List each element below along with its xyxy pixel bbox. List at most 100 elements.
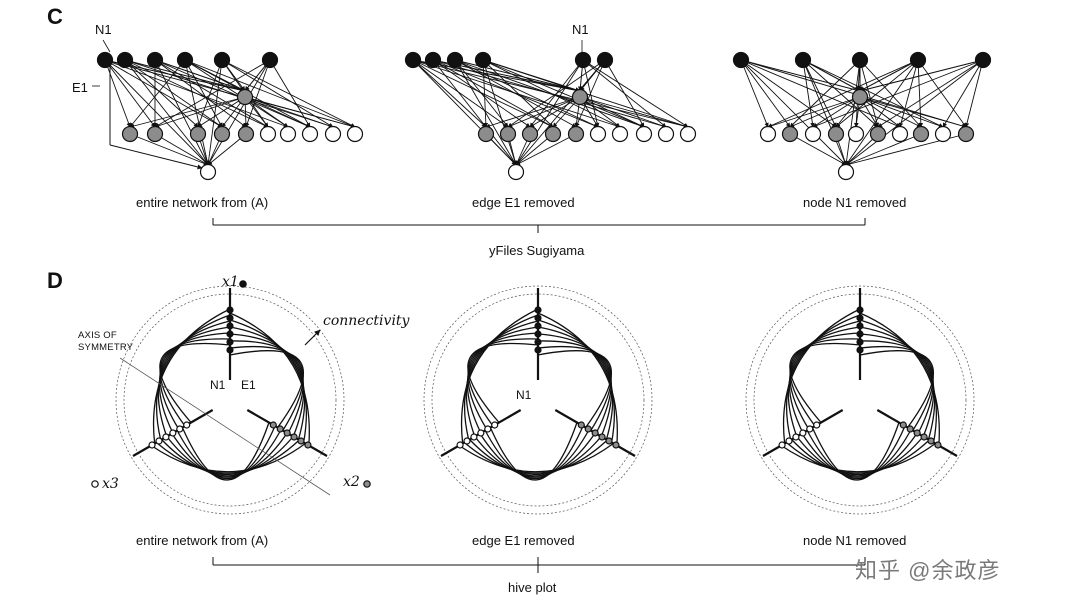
top-node — [424, 51, 442, 69]
hive-node — [169, 429, 177, 437]
edge-top-to-mid — [124, 59, 269, 128]
gray-mid-node — [189, 125, 207, 143]
bottom-node — [199, 163, 217, 181]
axis-of-symmetry-label: AXIS OF SYMMETRY — [78, 330, 134, 353]
edge-top-to-mid — [104, 59, 156, 128]
edge-top-to-mid — [412, 59, 509, 128]
hive-edge — [157, 320, 231, 437]
edge-hub-to-mid — [485, 96, 581, 128]
hive-edge — [229, 350, 305, 428]
hive-node — [856, 346, 864, 354]
edge-hub-to-mid — [859, 96, 922, 128]
hive-edge — [811, 422, 900, 481]
hive-edge — [801, 429, 912, 478]
edge-hub-to-mid — [244, 96, 311, 128]
gray-mid-node — [827, 125, 845, 143]
gray-mid-node — [146, 125, 164, 143]
hive-node — [283, 429, 291, 437]
edge-top-to-mid — [221, 59, 356, 128]
panel-c-n1-label-mid: N1 — [572, 22, 589, 37]
hive-node — [290, 433, 298, 441]
white-mid-node — [259, 125, 277, 143]
gray-mid-node — [567, 125, 585, 143]
hive-edge — [789, 342, 861, 423]
edge-hub-to-mid — [129, 96, 246, 129]
edge-top-to-mid — [859, 59, 880, 128]
panel-d-caption-3: node N1 removed — [803, 533, 907, 548]
edge-mid-to-bottom — [845, 133, 922, 166]
hive-edge — [782, 308, 861, 444]
edge-top-to-mid — [740, 59, 769, 128]
hive-node — [906, 425, 914, 433]
hive-node — [269, 421, 277, 429]
panel-c-n1-label: N1 — [95, 22, 112, 37]
top-node — [213, 51, 231, 69]
panel-c-letter: C — [47, 4, 63, 29]
hive-node — [463, 437, 471, 445]
top-node — [116, 51, 134, 69]
edge-hub-to-mid — [244, 96, 334, 128]
hive-edge — [806, 425, 906, 480]
edge-top-to-mid — [124, 59, 199, 128]
hive-edge — [181, 422, 270, 481]
edge-hub-to-mid — [507, 96, 581, 128]
hive-edge — [229, 312, 310, 446]
hive-node — [534, 338, 542, 346]
edge-hub-to-mid — [579, 96, 645, 128]
hive-node — [276, 425, 284, 433]
edge-top-to-mid — [604, 59, 645, 128]
edge-top-to-hub — [154, 59, 246, 92]
hive-edge — [150, 442, 306, 473]
hive-n1-label-mid: N1 — [516, 388, 532, 402]
hive-node — [176, 425, 184, 433]
top-node — [474, 51, 492, 69]
white-mid-node — [324, 125, 342, 143]
hive-node — [226, 338, 234, 346]
edge-hub-to-mid — [197, 96, 246, 128]
top-node — [974, 51, 992, 69]
edge-top-to-mid — [412, 59, 554, 128]
hive-edge — [463, 314, 539, 441]
edge-top-to-mid — [482, 59, 554, 128]
edge-top-to-hub — [454, 59, 581, 93]
top-node — [574, 51, 592, 69]
edge-top-to-mid — [575, 59, 606, 128]
edge-top-to-bottom — [845, 59, 919, 166]
hive-node — [913, 429, 921, 437]
hive-node — [612, 441, 620, 449]
hive-node — [934, 441, 942, 449]
white-mid-node — [657, 125, 675, 143]
axis-x2-label: x2 — [343, 474, 360, 490]
hive-edge — [859, 350, 935, 428]
edge-top-to-mid — [184, 59, 356, 128]
white-mid-node — [589, 125, 607, 143]
edge-hub-to-mid — [529, 96, 581, 128]
edge-top-to-bottom — [515, 59, 606, 166]
top-node — [851, 51, 869, 69]
edge-top-to-mid — [802, 59, 944, 128]
edge-top-to-mid — [482, 59, 621, 128]
top-node — [909, 51, 927, 69]
top-node — [176, 51, 194, 69]
hive-node — [226, 314, 234, 322]
hive-node — [856, 330, 864, 338]
hive-edge — [789, 332, 861, 430]
top-node — [794, 51, 812, 69]
hive-edge — [859, 345, 934, 431]
hive-edge — [537, 340, 612, 434]
hive-edge — [155, 439, 300, 474]
edge-hub-to-mid — [244, 96, 356, 129]
legend-x1-dot — [239, 280, 247, 288]
hive-edge — [791, 436, 924, 476]
hive-node — [534, 306, 542, 314]
edge-top-to-mid — [740, 59, 901, 128]
panel-c-e1-label: E1 — [72, 80, 88, 95]
hive-node — [297, 437, 305, 445]
hive-edge — [859, 319, 938, 443]
edge-top-to-mid — [802, 59, 815, 128]
top-node — [596, 51, 614, 69]
edge-top-to-bottom — [206, 59, 223, 166]
edge-top-to-mid — [197, 59, 223, 128]
hive-node — [577, 421, 585, 429]
panel-d-caption-2: edge E1 removed — [472, 533, 575, 548]
